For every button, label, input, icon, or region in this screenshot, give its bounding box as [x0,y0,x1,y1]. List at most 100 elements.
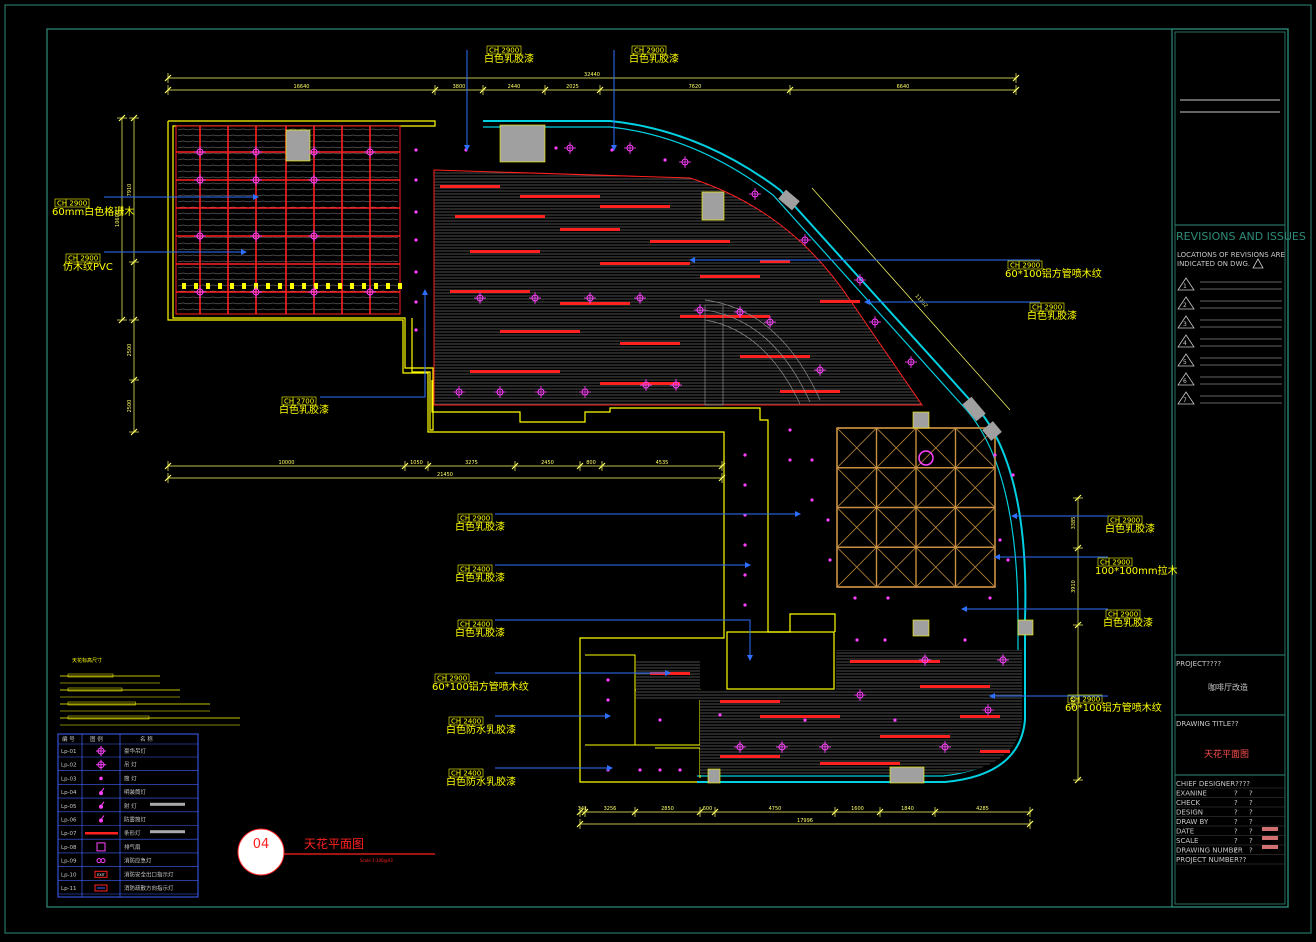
ceiling-height-tag: CH 2900 [1110,517,1140,525]
title-block-value: ? [1234,847,1238,855]
scale-bar-key: 天花标高尺寸 [60,657,240,726]
revision-triangle-icon [1177,296,1195,310]
annotation-label: 白色乳胶漆 [455,626,505,639]
title-block-field: DESIGN [1176,809,1203,817]
title-block-fields: CHIEF DESIGNER???? EXANINE?? CHECK?? DESIGN… [1175,780,1285,865]
legend-name: 消防应急灯 [124,857,152,865]
dimension-label: 3910 [1071,580,1077,593]
dimension-label: 2025 [566,84,579,90]
dimension-label: 3800 [453,84,466,90]
structural-columns [285,124,1034,784]
outer-frame [4,4,1312,934]
ceiling-height-tag: CH 2900 [1070,696,1100,704]
title-block-value: ? [1234,809,1238,817]
legend-name: 消防安全出口指示灯 [124,870,174,878]
annotation-label: 60*100铝方管喷木纹 [1005,267,1102,280]
title-block-value: ? [1234,790,1238,798]
title-block-value: ? [1234,818,1238,826]
annotation-label: 白色防水乳胶漆 [446,775,516,788]
dimension-label: 2500 [127,400,133,413]
dimension-label: 1050 [410,460,423,466]
ceiling-height-tag: CH 2900 [634,47,664,55]
annotation-label: 60mm白色格珊木 [52,205,134,218]
title-block-field: SCALE [1176,837,1198,845]
wood-strip-ceiling-south [636,650,1022,775]
dimension-label: 800 [586,460,596,466]
legend-header: 编 号 [62,735,75,743]
scale-bar-title: 天花标高尺寸 [72,657,102,664]
dimension-overall: 17996 [797,818,813,824]
dimension-label: 4535 [656,460,669,466]
dimension-label: 4750 [769,806,782,812]
revisions-note-1: LOCATIONS OF REVISIONS ARE [1177,251,1285,259]
wall-toilet-1 [585,654,636,746]
annotation-label: 60*100铝方管喷木纹 [1065,701,1162,714]
revision-number: 4 [1183,340,1187,347]
legend-code: Lp-04 [61,790,77,796]
dimension-label: 3256 [604,806,617,812]
annotation-label: 仿木纹PVC [63,260,113,273]
legend-name: 射 灯 [124,802,137,810]
drawing-title-value: 天花平面图 [1204,748,1249,760]
annotation-label: 白色乳胶漆 [484,52,534,65]
wall-outline-core [431,380,836,633]
legend-name: 防雾筒灯 [124,816,147,824]
revision-triangle-icon [1177,315,1195,329]
dimension-label: 2440 [508,84,521,90]
legend-name: 明装筒灯 [124,788,147,796]
title-block-field: CHECK [1176,799,1200,807]
ceiling-height-tag: CH 2900 [68,255,98,263]
legend-code: Lp-03 [61,776,77,782]
drawing-title-bubble: 04 天花平面图 Scale 1:100@A3 [237,828,435,876]
project-label: PROJECT???? [1176,660,1221,668]
wall-toilet-3 [655,747,701,778]
revision-number: 1 [1183,283,1187,290]
revision-triangle-icon [1177,391,1195,405]
ceiling-height-tag: CH 2900 [460,515,490,523]
title-block-value: ? [1234,799,1238,807]
ceiling-height-tag: CH 2900 [489,47,519,55]
legend-code: Lp-11 [61,886,77,892]
drawing-scale: Scale 1:100@A3 [360,858,393,863]
revision-triangle-icon [1177,277,1195,291]
dimension-label: 10000 [279,460,295,466]
dimension-label: 341 [578,806,588,812]
legend-code: Lp-07 [61,831,77,837]
title-block-field: CHIEF DESIGNER???? [1176,780,1250,788]
revision-triangle-icon [1177,334,1195,348]
ceiling-height-tag: CH 2400 [451,718,481,726]
legend-name: 条形灯 [124,829,141,837]
revisions-title: REVISIONS AND ISSUES [1176,230,1306,243]
revision-triangle-icon [1252,258,1264,269]
annotation-label: 白色防水乳胶漆 [446,723,516,736]
title-block-field: DATE [1176,828,1194,836]
dimension-label: 11252 [914,293,929,309]
dimension-label: 2500 [127,344,133,357]
dimension-label: 6640 [897,84,910,90]
ceiling-height-tag: CH 2900 [1100,559,1130,567]
title-block-field: EXANINE [1176,790,1207,798]
ceiling-height-tag: CH 2900 [437,675,467,683]
revisions-note-2: INDICATED ON DWG. [1177,260,1250,268]
dimension-label: 3275 [465,460,478,466]
wood-strip-ceiling-main [433,169,923,406]
title-block-value: ? [1234,837,1238,845]
wall-outline-north [168,120,436,431]
dimension-label: 4285 [976,806,989,812]
annotation-label: 60*100铝方管喷木纹 [432,680,529,693]
drawing-title-label: DRAWING TITLE?? [1176,720,1239,728]
dimension-overall: 32440 [584,72,600,78]
wood-accent-strips-main [440,185,860,393]
exit-sign-label: EXIT [97,873,106,877]
dimension-label: 1840 [901,806,914,812]
legend-code: Lp-05 [61,804,77,810]
legend-code: Lp-01 [61,749,77,755]
dimension-label: 7620 [689,84,702,90]
drawing-title: 天花平面图 [304,836,364,851]
leader-arrow [320,289,428,398]
legend-name: 豪华吊灯 [124,747,147,755]
